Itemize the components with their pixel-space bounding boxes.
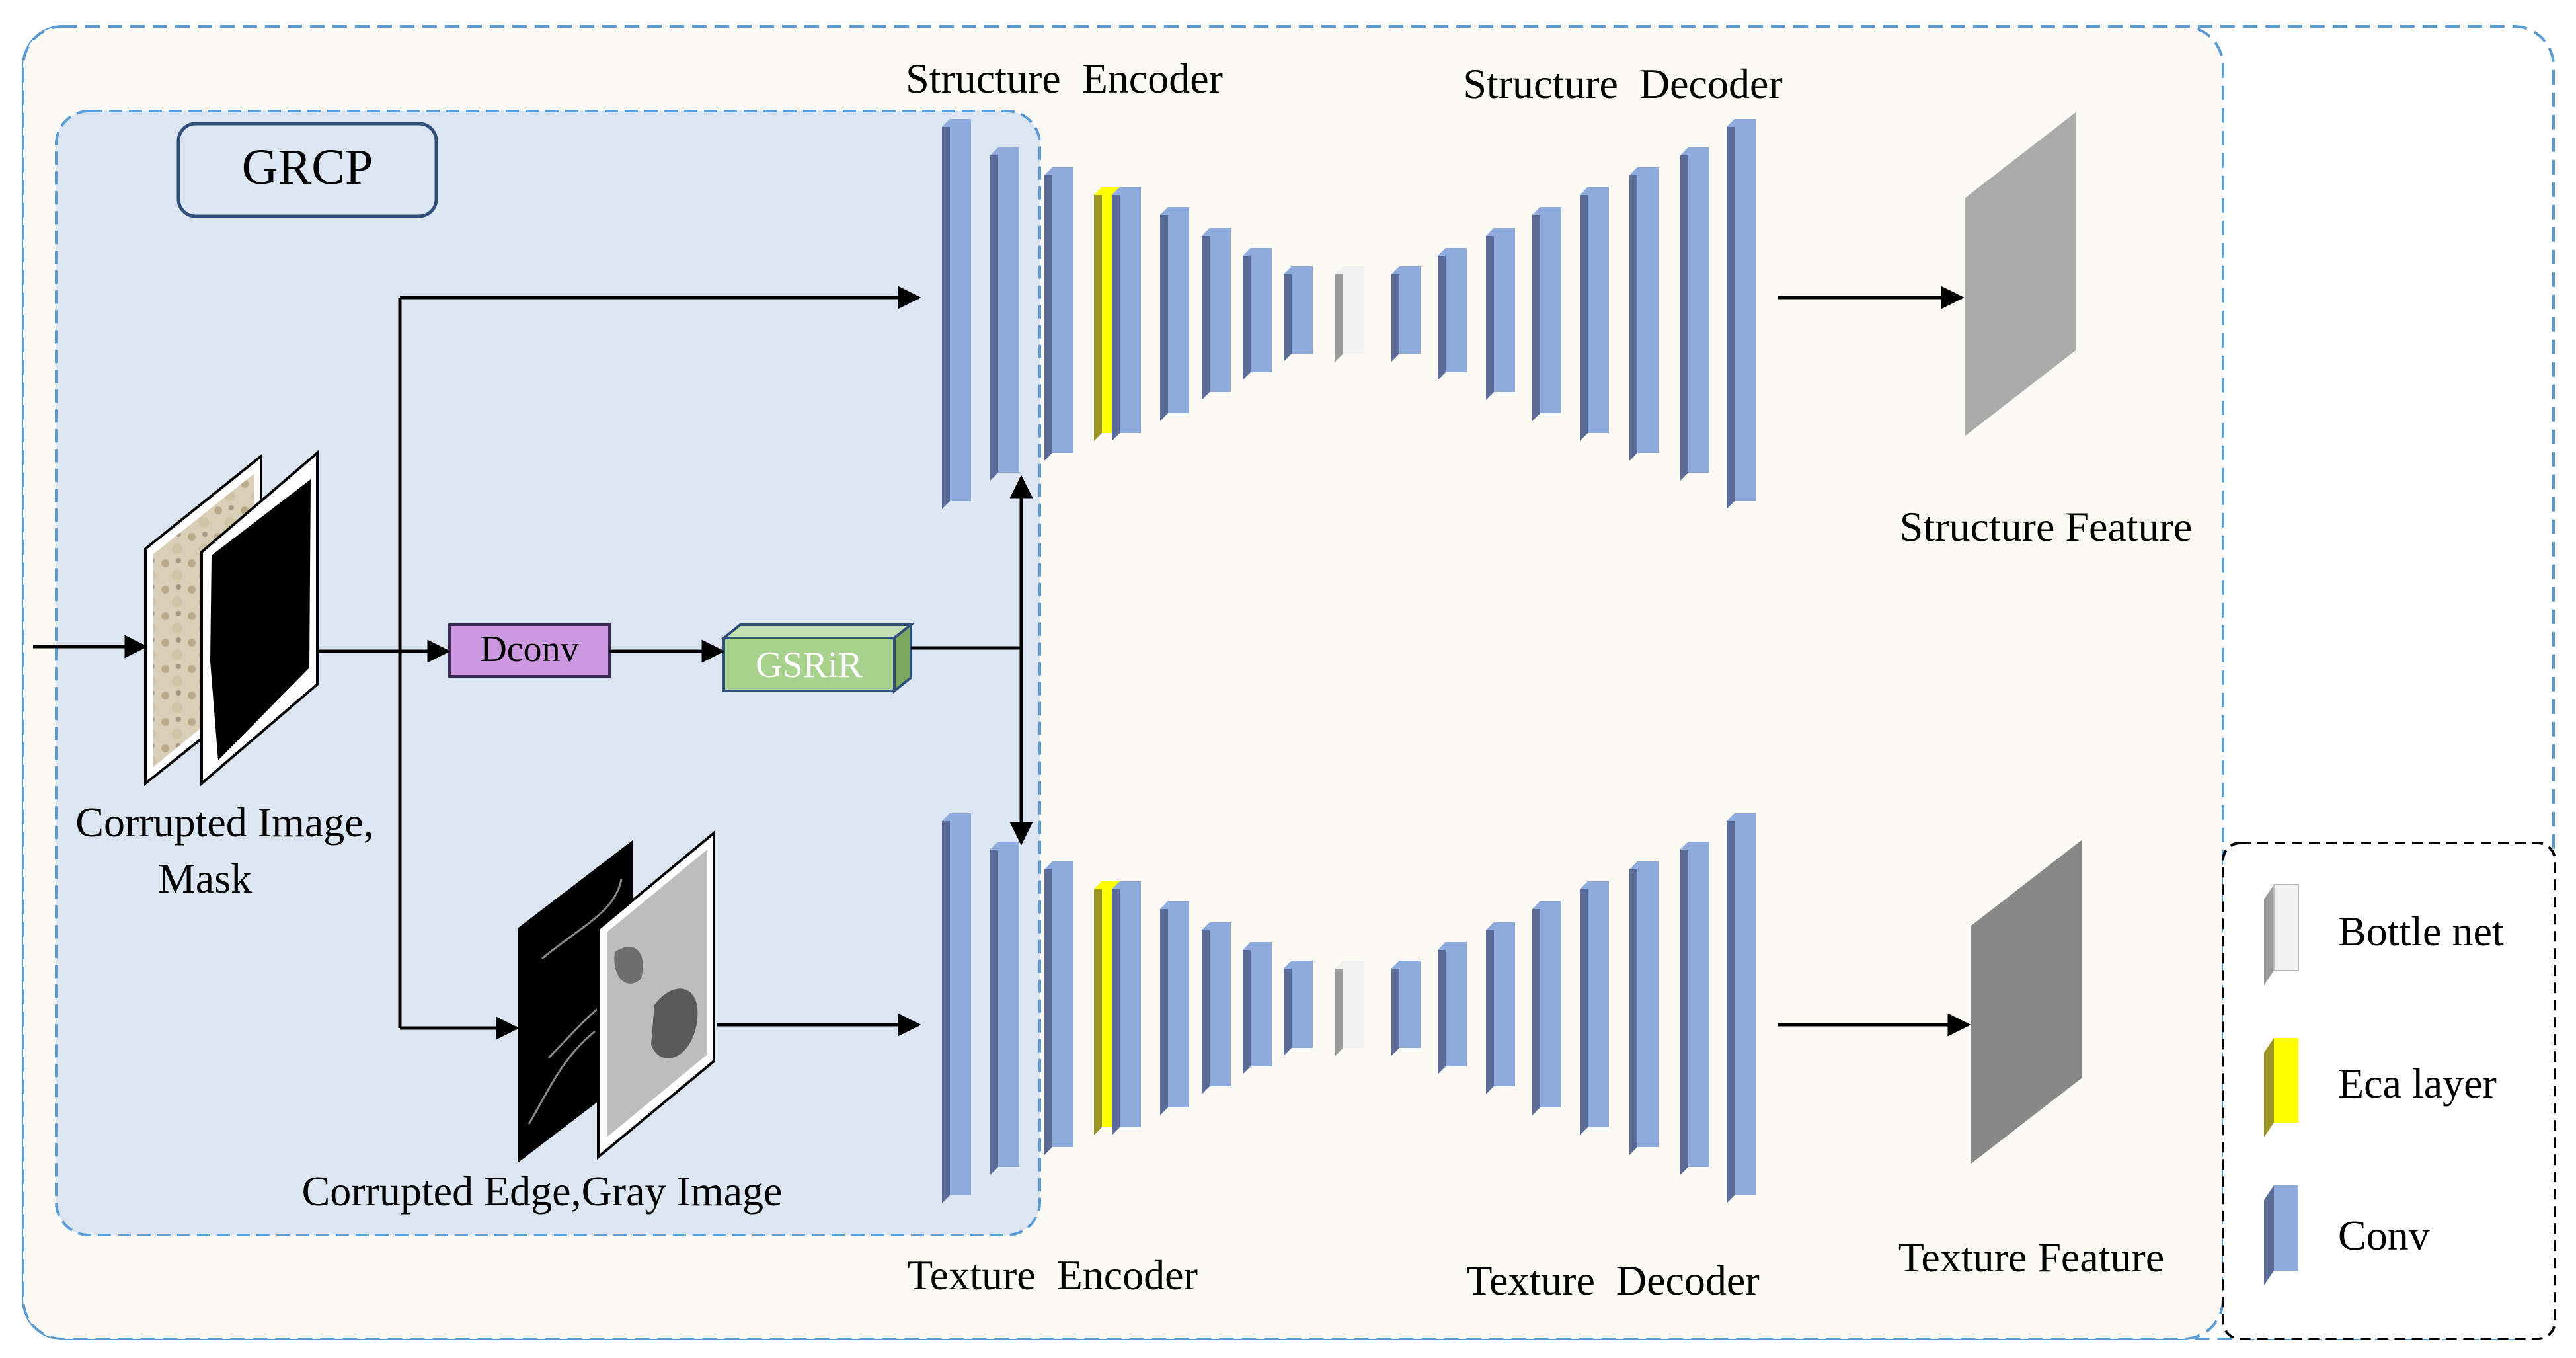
corrupted-image-label-line1: Corrupted Image, [75,799,373,846]
legend-eca-label: Eca layer [2338,1060,2497,1107]
texture-conv-block [1044,861,1073,1155]
structure-conv-block [1112,187,1141,441]
texture-conv-block [1438,942,1467,1074]
legend-eca-icon [2264,1038,2298,1137]
structure-conv-block [1284,266,1313,362]
structure-conv-block [1680,147,1709,481]
structure-decoder-label: Structure Decoder [1463,60,1782,107]
structure-feature-map [1965,112,2076,436]
texture-conv-block [1532,901,1561,1115]
texture-encoder-label: Texture Encoder [907,1252,1198,1298]
structure-conv-block [942,119,971,509]
structure-conv-block [1243,248,1272,380]
gsrir-module [720,621,915,694]
edge-gray-label: Corrupted Edge,Gray Image [302,1168,783,1215]
texture-conv-block [1202,922,1231,1094]
grcp-label-box [176,122,438,218]
gsrir-label: GSRiR [756,645,863,686]
texture-conv-block [1727,813,1756,1203]
texture-conv-block [1580,881,1609,1135]
texture-conv-block [1243,942,1272,1074]
texture-conv-block [1160,901,1189,1115]
texture-bottleneck-block [1335,961,1364,1056]
structure-conv-block [990,147,1019,481]
texture-conv-block [1112,881,1141,1135]
texture-conv-block [1680,842,1709,1175]
grcp-label: GRCP [242,140,373,195]
legend-bottleneck-icon [2264,884,2299,985]
structure-conv-block [1580,187,1609,441]
legend-conv-icon [2264,1185,2298,1285]
structure-feature-label: Structure Feature [1900,503,2193,550]
structure-conv-block [1486,228,1515,400]
structure-encoder-label: Structure Encoder [906,55,1223,102]
gray-image [597,830,715,1160]
texture-conv-block [1284,961,1313,1056]
dconv-label: Dconv [480,629,578,670]
corrupted-image-label-line2: Mask [158,855,252,902]
texture-encoder-decoder [942,813,1756,1203]
legend-conv-label: Conv [2338,1212,2430,1259]
structure-bottleneck-block [1335,266,1364,362]
structure-conv-block [1532,207,1561,421]
legend-bottleneck-label: Bottle net [2338,908,2504,955]
structure-encoder-decoder [942,119,1756,509]
texture-feature-map [1971,840,2082,1164]
mask-image [200,450,319,787]
legend-box [2222,842,2556,1340]
texture-conv-block [942,813,971,1203]
structure-conv-block [1160,207,1189,421]
structure-conv-block [1044,167,1073,461]
texture-conv-block [1629,861,1659,1155]
structure-conv-block [1727,119,1756,509]
structure-conv-block [1629,167,1659,461]
texture-conv-block [1486,922,1515,1094]
texture-conv-block [990,842,1019,1175]
dconv-module [448,623,611,678]
texture-conv-block [1391,961,1421,1056]
texture-decoder-label: Texture Decoder [1466,1257,1759,1304]
structure-conv-block [1438,248,1467,380]
texture-feature-label: Texture Feature [1898,1234,2164,1281]
structure-conv-block [1391,266,1421,362]
connection-arrows [33,286,1971,1040]
structure-conv-block [1202,228,1231,400]
